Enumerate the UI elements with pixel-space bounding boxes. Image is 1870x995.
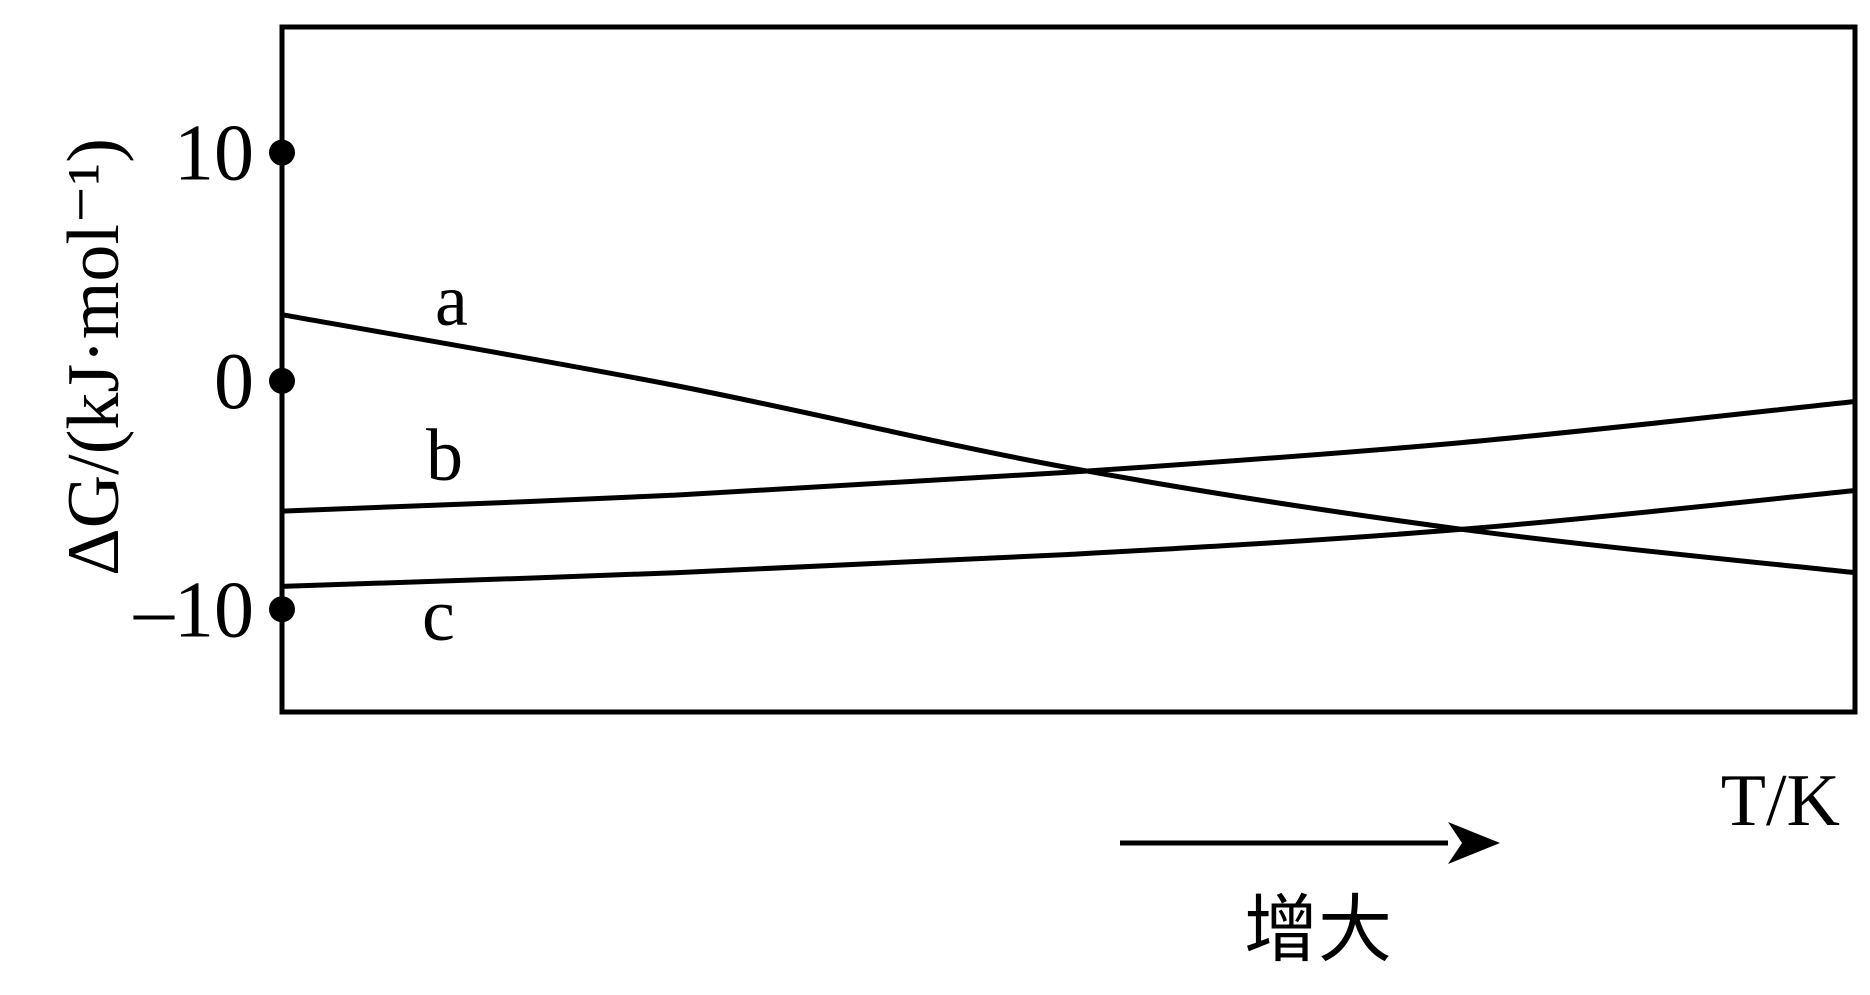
- plot-layer: [269, 24, 1858, 864]
- y-tick-dot: [269, 139, 295, 166]
- x-axis-title: T/K: [1721, 760, 1840, 842]
- x-direction-note: 增大: [1244, 887, 1392, 973]
- y-tick-label: –10: [133, 566, 254, 654]
- y-tick-label: 10: [174, 110, 254, 198]
- series-line-c: [279, 488, 1858, 589]
- series-line-a: [279, 312, 1858, 576]
- y-tick-dot: [269, 596, 295, 623]
- y-tick-label: 0: [214, 338, 254, 426]
- x-direction-arrow-head: [1448, 822, 1500, 864]
- label-layer: 10 0 –10 abc ΔG/(kJ·mol⁻¹) T/K 增大: [53, 110, 1840, 973]
- plot-frame: [279, 24, 1858, 715]
- y-axis-title: ΔG/(kJ·mol⁻¹): [53, 138, 135, 576]
- y-tick-dot: [269, 367, 295, 394]
- series-label-b: b: [426, 415, 463, 497]
- series-label-c: c: [422, 575, 455, 657]
- series-line-b: [279, 399, 1858, 514]
- series-label-a: a: [435, 260, 468, 342]
